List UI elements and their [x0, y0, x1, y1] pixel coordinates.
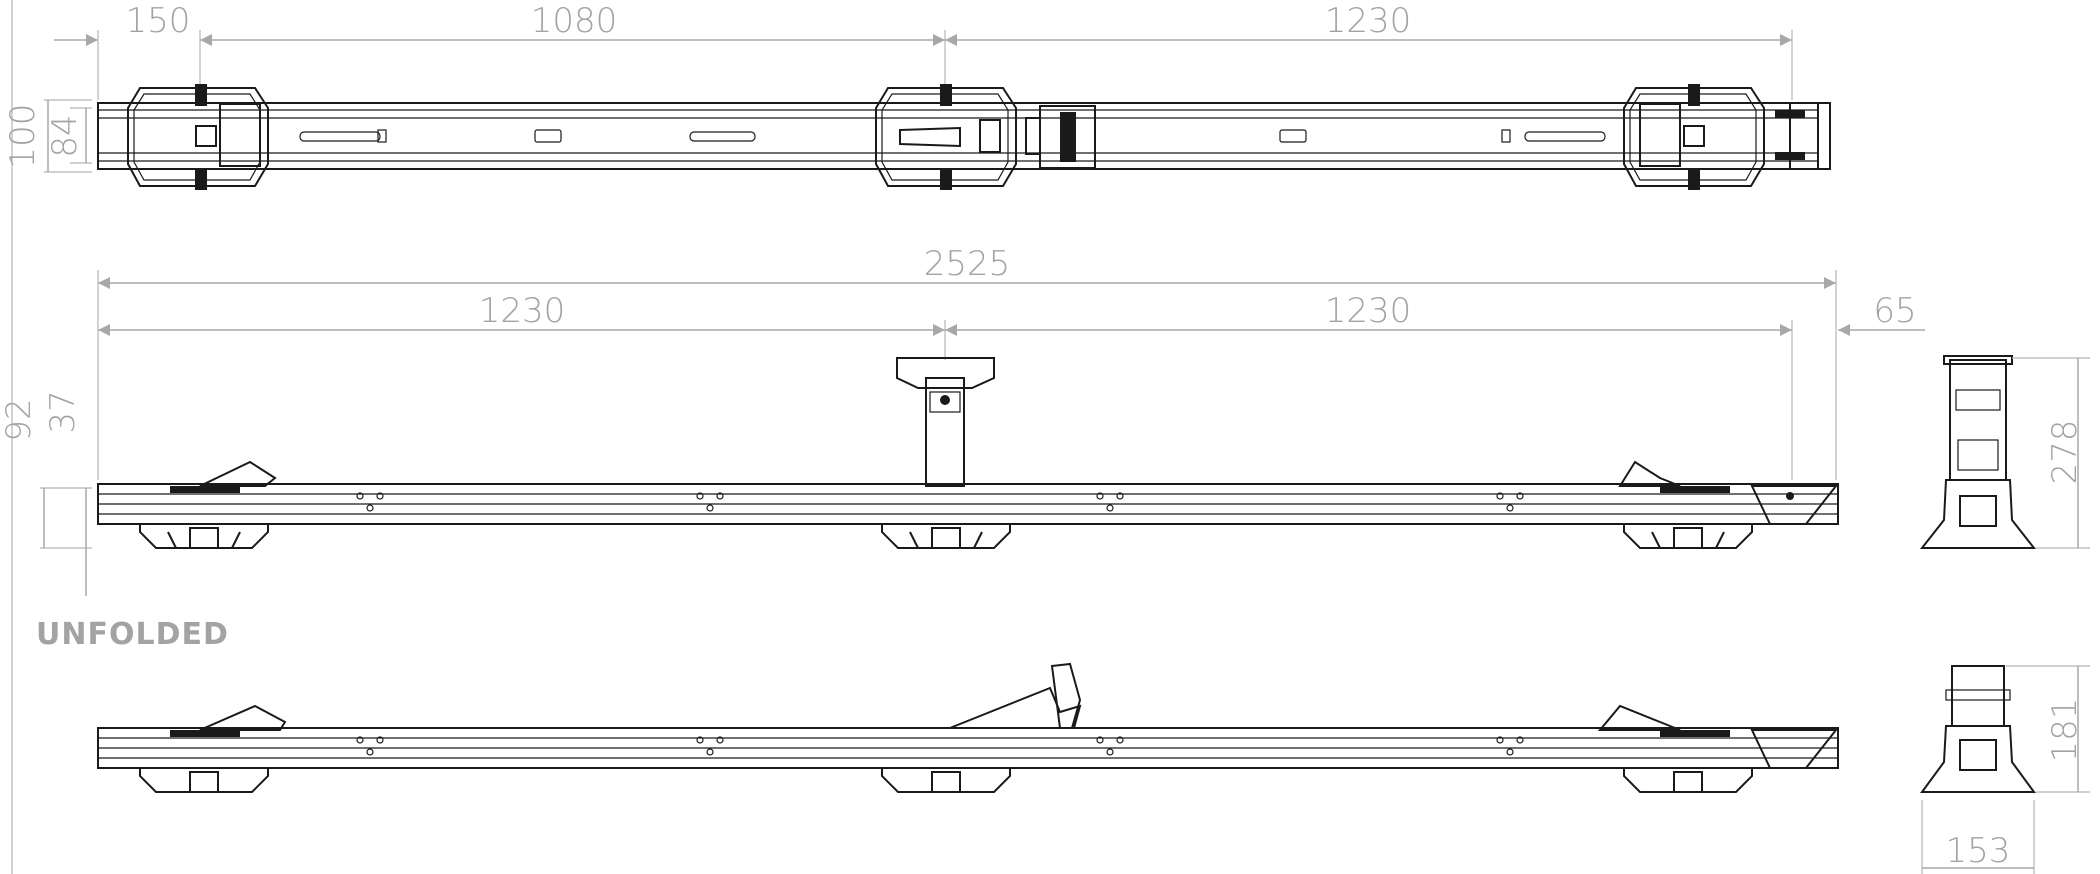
end-view-folded: 181 153: [1920, 665, 2090, 874]
center-mast-folded: [949, 662, 1082, 729]
dim-65: 65: [1873, 291, 1916, 331]
top-foot-right: [1623, 84, 1765, 190]
top-view: 150 1080 1230 100 84: [3, 1, 1831, 190]
dim-278: 278: [2045, 420, 2085, 485]
end-view-unfolded: 278: [1919, 355, 2090, 549]
dim-92: 92: [0, 398, 39, 441]
side-foot-center: [881, 523, 1011, 549]
dim-1230-top: 1230: [1325, 1, 1412, 41]
top-foot-left: [127, 84, 269, 190]
dim-181: 181: [2045, 698, 2085, 763]
dim-1230-side-left: 1230: [479, 291, 566, 331]
top-rail-outline: [97, 102, 1819, 170]
folded-foot-left: [139, 767, 269, 793]
side-view-folded: [97, 662, 1839, 793]
folded-foot-right: [1623, 767, 1753, 793]
dim-153: 153: [1946, 831, 2011, 871]
unfolded-label: UNFOLDED: [36, 617, 229, 652]
dim-100: 100: [3, 104, 43, 169]
center-mast-unfolded: [896, 357, 995, 487]
side-foot-left: [139, 523, 269, 549]
top-foot-center: [875, 84, 1017, 190]
side-view-unfolded: 2525 1230 1230 65 92 37: [0, 244, 1925, 596]
dim-84: 84: [45, 114, 85, 157]
dim-37: 37: [43, 390, 83, 433]
folded-foot-center: [881, 767, 1011, 793]
side-foot-right: [1623, 523, 1753, 549]
dim-150: 150: [126, 1, 191, 41]
dim-1230-side-right: 1230: [1325, 291, 1412, 331]
dim-1080: 1080: [531, 1, 618, 41]
dim-2525: 2525: [924, 244, 1011, 284]
